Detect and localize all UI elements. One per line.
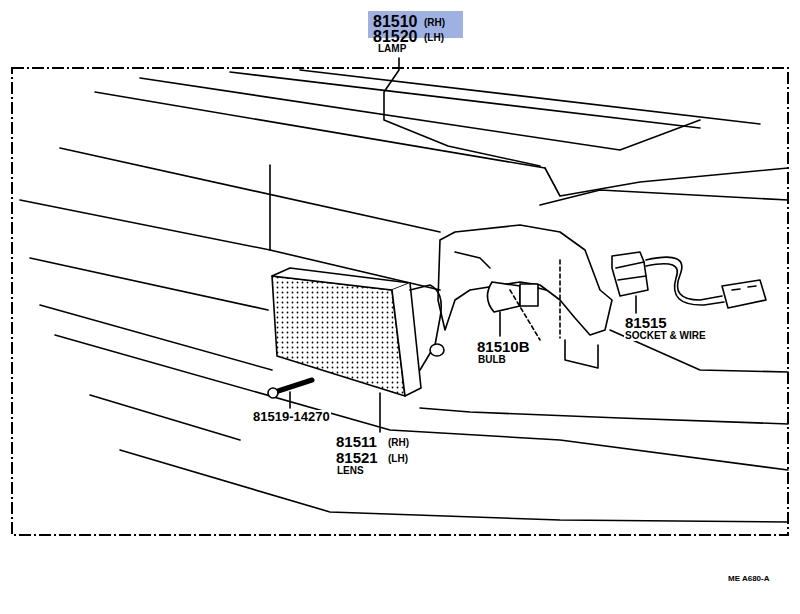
- lens: [272, 276, 405, 396]
- part-number: 81519-14270: [252, 410, 331, 423]
- leader-line: [384, 58, 540, 166]
- body-line: [120, 450, 788, 522]
- leader-line: [499, 312, 501, 336]
- part-name: LENS: [336, 466, 365, 476]
- body-line: [40, 305, 272, 370]
- body-line: [540, 190, 788, 205]
- bracket: [565, 340, 598, 368]
- body-line: [90, 395, 240, 440]
- leader-line: [510, 260, 560, 340]
- body-line: [420, 408, 788, 424]
- side-mark: (RH): [423, 18, 446, 28]
- frame: [12, 68, 788, 535]
- part-name: BULB: [477, 355, 507, 365]
- body-line: [610, 330, 788, 372]
- leader-line: [289, 392, 291, 408]
- bulb: [538, 288, 546, 290]
- screw: [275, 380, 312, 392]
- body-line: [230, 72, 700, 128]
- lamp-housing: [410, 285, 441, 370]
- part-number: 81521: [335, 450, 379, 465]
- part-name: LAMP: [377, 44, 407, 54]
- body-line: [140, 78, 700, 150]
- side-mark: (RH): [387, 438, 410, 448]
- body-line: [545, 168, 788, 196]
- connector: [722, 280, 766, 308]
- wire: [646, 264, 724, 305]
- part-number: 81511: [335, 434, 378, 449]
- side-mark: (LH): [387, 454, 409, 464]
- body-line: [20, 200, 270, 250]
- part-number: 81510: [372, 14, 419, 30]
- part-number: 81515: [624, 315, 668, 330]
- bracket: [438, 225, 612, 335]
- body-line: [30, 258, 268, 310]
- part-name: SOCKET & WIRE: [624, 331, 707, 341]
- lens: [272, 268, 410, 290]
- connector: [732, 286, 756, 290]
- socket: [616, 262, 646, 280]
- bulb: [520, 284, 538, 306]
- screw: [268, 388, 278, 398]
- part-number: 81520: [372, 29, 419, 45]
- figure-code: ME A680-A: [727, 575, 771, 583]
- leader-line: [379, 393, 381, 432]
- side-mark: (LH): [423, 33, 445, 43]
- leader-line: [635, 296, 637, 313]
- body-line: [270, 165, 440, 290]
- body-line: [55, 335, 788, 470]
- lamp-housing: [455, 252, 490, 268]
- socket: [612, 252, 648, 296]
- part-number: 81510B: [476, 339, 531, 354]
- lamp-housing: [430, 344, 444, 356]
- body-line: [300, 70, 760, 124]
- body-line: [95, 92, 545, 168]
- lens: [392, 283, 421, 396]
